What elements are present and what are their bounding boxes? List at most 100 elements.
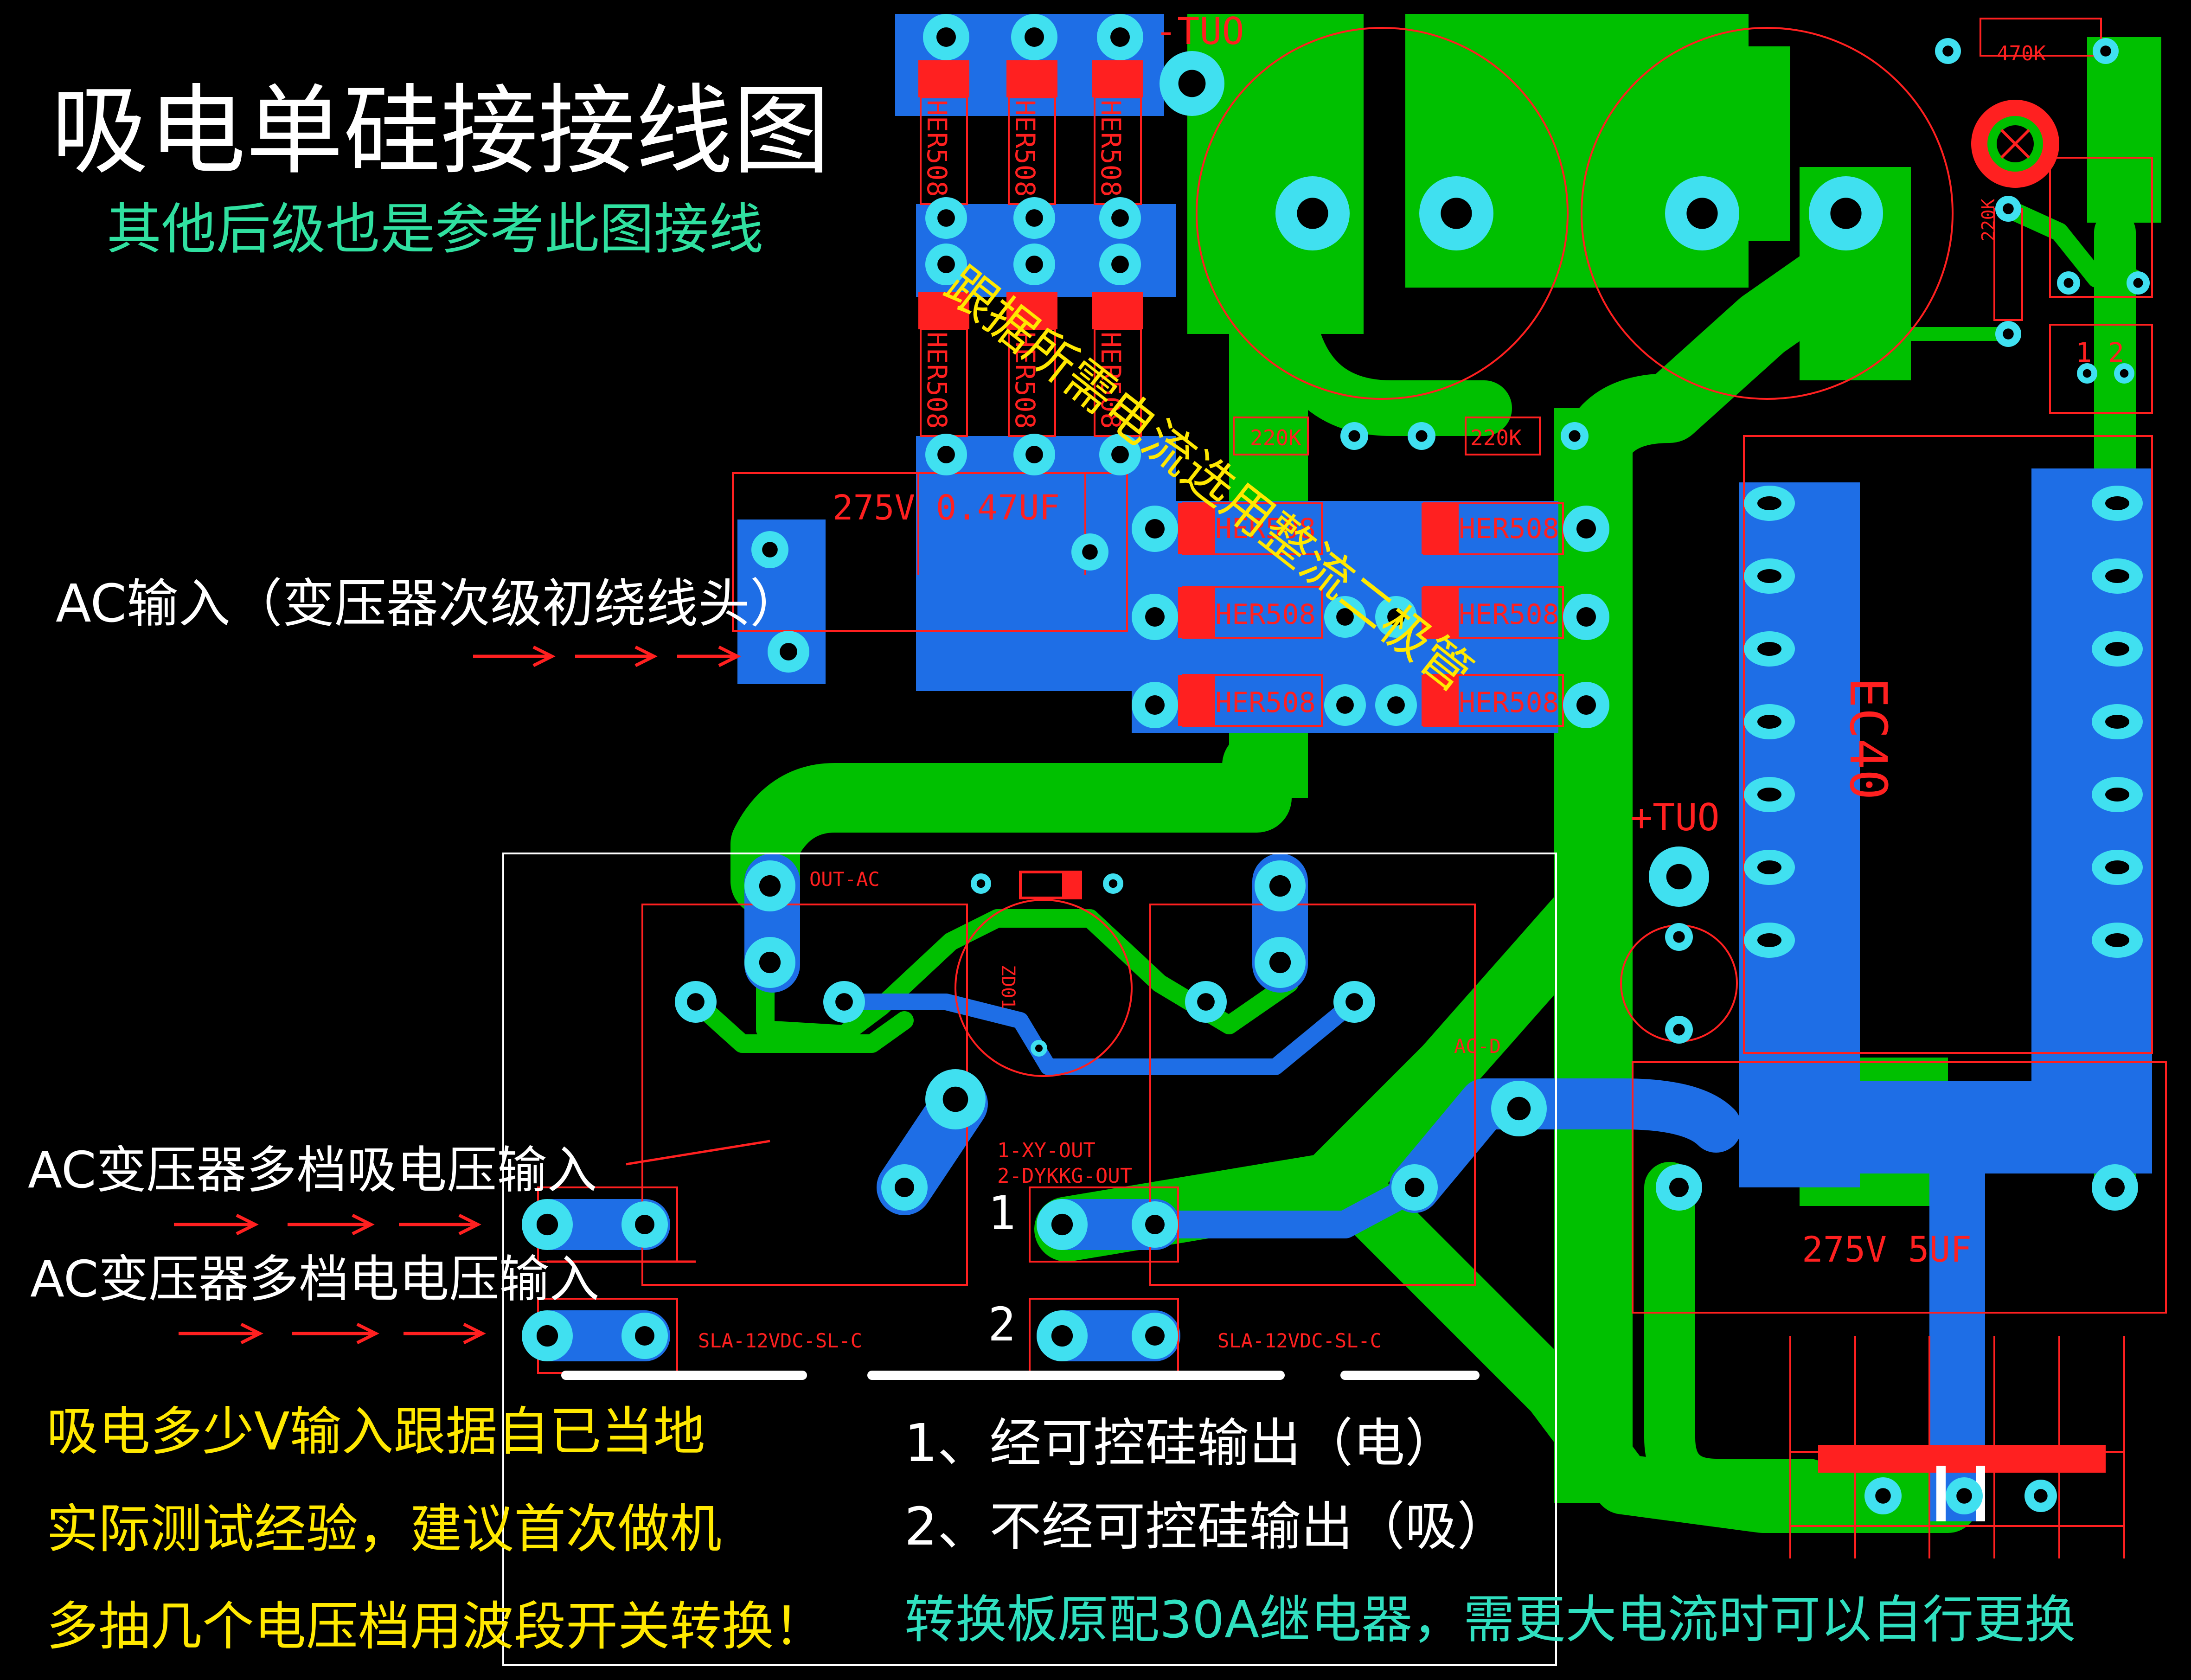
- page-subtitle: 其他后级也是参考此图接线: [107, 197, 763, 261]
- ec40-pin-hole: [1757, 569, 1781, 583]
- pad-hole: [2120, 369, 2129, 378]
- ec40-pin-hole: [1757, 496, 1781, 510]
- pad-hole: [780, 643, 797, 660]
- pad-hole: [759, 951, 781, 974]
- relay-note: 转换板原配30A继电器，需更大电流时可以自行更换: [904, 1590, 2076, 1649]
- ec40-pin-hole: [1757, 860, 1781, 874]
- pin-numbers: 1 2: [988, 1186, 1016, 1352]
- pad-hole: [895, 1178, 914, 1197]
- pad-hole: [1111, 209, 1129, 227]
- zener-label: ZD01: [997, 965, 1019, 1009]
- pin-1-label: 1: [988, 1186, 1016, 1240]
- pad-hole: [1145, 607, 1165, 627]
- diode-label-v5: HER508: [1009, 332, 1041, 429]
- silk-labels: -TUO +TUO 275V 0.47UF 275V 5UF 470K 220K…: [698, 10, 2124, 1352]
- pad-hole: [2133, 278, 2143, 288]
- pad-hole: [1145, 695, 1165, 715]
- pad-hole: [1111, 446, 1129, 463]
- ec40-pin-hole: [2105, 715, 2129, 729]
- multi-tap-power-label: AC变压器多档电电压输入: [30, 1250, 599, 1308]
- out-legend-1: 1-XY-OUT: [997, 1139, 1096, 1162]
- pad-hole: [2034, 1489, 2048, 1503]
- diode-label-r1c2: HER508: [1459, 513, 1559, 545]
- pad-hole: [2105, 1178, 2125, 1197]
- pad-hole: [1178, 70, 1206, 97]
- diode-label-r1c1: HER508: [1215, 513, 1316, 545]
- diode-bodies: [918, 60, 2106, 1473]
- pad-hole: [1145, 1326, 1165, 1346]
- pos-out-label: +TUO: [1630, 796, 1720, 839]
- ac-input-label: AC输入（变压器次级初绕线头）: [56, 574, 802, 634]
- pad-hole: [1051, 1213, 1073, 1236]
- diode-label-r3c2: HER508: [1459, 686, 1559, 719]
- pad-hole: [2003, 328, 2014, 340]
- pad-hole: [937, 446, 955, 463]
- ec40-pin-hole: [1757, 788, 1781, 802]
- pad-hole: [1686, 198, 1718, 229]
- pad-hole: [759, 875, 781, 897]
- ec40-pin-hole: [1757, 642, 1781, 656]
- ac-d-label: AC-D: [1454, 1035, 1501, 1058]
- pad-hole: [1669, 1178, 1689, 1197]
- diode-label-v4: HER508: [921, 332, 953, 429]
- pad-hole: [1082, 544, 1098, 560]
- diode-label-r3c1: HER508: [1215, 686, 1316, 719]
- ec40-pads: [1744, 486, 2143, 958]
- pad-hole: [835, 993, 853, 1011]
- pad-hole: [1405, 1178, 1424, 1197]
- pad-hole: [1051, 1325, 1073, 1347]
- pad-hole: [1348, 430, 1360, 442]
- pin-2-label: 2: [988, 1297, 1016, 1352]
- ec40-pin-hole: [2105, 569, 2129, 583]
- pad-hole: [536, 1213, 558, 1236]
- neg-out-label: -TUO: [1155, 10, 1244, 53]
- diode-label-v1: HER508: [921, 100, 953, 197]
- pad-hole: [1269, 875, 1291, 897]
- trimmer-symbol: [1971, 100, 2059, 188]
- pad-hole: [1025, 27, 1044, 47]
- pad-hole: [1875, 1488, 1891, 1504]
- pad-hole: [1110, 27, 1130, 47]
- diode-label-r2c1: HER508: [1215, 598, 1316, 631]
- pad-hole: [1507, 1096, 1531, 1121]
- pad-hole: [1942, 45, 1954, 57]
- out-legend-2: 2-DYKKG-OUT: [997, 1164, 1132, 1188]
- pad-hole: [1025, 446, 1043, 463]
- ec40-pin-hole: [1757, 933, 1781, 947]
- res-220k-label-v: 220K: [1978, 199, 1999, 241]
- diode-label-v3: HER508: [1095, 100, 1127, 197]
- pad-hole: [2003, 203, 2014, 214]
- cap-small-label: 275V 0.47UF: [833, 488, 1060, 528]
- out-ac-label: OUT-AC: [809, 868, 880, 891]
- pad-hole: [1956, 1488, 1972, 1504]
- pad-hole: [976, 879, 986, 888]
- con-pins-label: 1 2: [2076, 337, 2124, 368]
- pad-hole: [1416, 430, 1428, 442]
- pad-hole: [1576, 519, 1596, 539]
- pad-hole: [1336, 608, 1354, 626]
- pad-hole: [1025, 256, 1043, 273]
- ec40-pin-hole: [2105, 933, 2129, 947]
- res-220k-label-2: 220K: [1470, 425, 1522, 450]
- pad-hole: [1830, 198, 1862, 229]
- multi-tap-absorb-label: AC变压器多档吸电压输入: [28, 1141, 597, 1199]
- pad-hole: [1387, 608, 1405, 626]
- pad-hole: [2063, 278, 2074, 288]
- pad-hole: [942, 1086, 968, 1112]
- pads: [522, 14, 2150, 1514]
- pad-hole: [536, 1325, 558, 1347]
- diode-label-v2: HER508: [1009, 100, 1041, 197]
- pad-hole: [1336, 696, 1354, 714]
- diode-label-r2c2: HER508: [1459, 598, 1559, 631]
- pad-hole: [635, 1215, 654, 1234]
- pad-hole: [762, 542, 778, 558]
- left-note-3: 多抽几个电压档用波段开关转换！: [46, 1597, 826, 1657]
- pad-hole: [1387, 696, 1405, 714]
- pad-hole: [1576, 607, 1596, 627]
- cap-5uf-label: 275V 5UF: [1802, 1229, 1972, 1270]
- pad-hole: [1025, 209, 1043, 227]
- left-note-2: 实际测试经验，建议首次做机: [46, 1499, 722, 1559]
- ec40-pin-hole: [2105, 642, 2129, 656]
- ec40-pin-hole: [1757, 715, 1781, 729]
